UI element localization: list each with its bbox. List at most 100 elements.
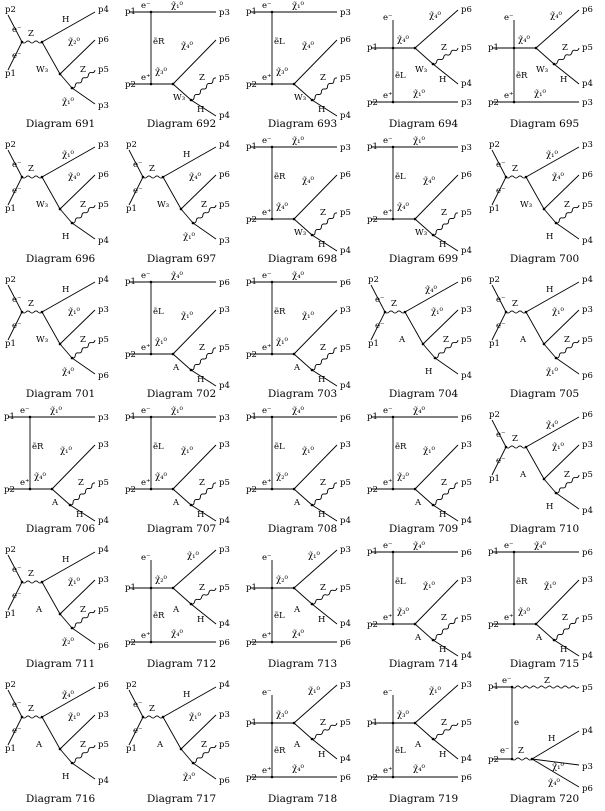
vertex-dot bbox=[431, 503, 435, 507]
outgoing-line-last bbox=[71, 222, 96, 240]
label-prop: Z bbox=[28, 164, 34, 174]
vertex-dot bbox=[270, 487, 274, 491]
label-out2: χ̃₄⁰ bbox=[68, 171, 81, 182]
label-z2p: p5 bbox=[98, 605, 109, 615]
label-o3p: p4 bbox=[340, 381, 351, 391]
diagram-caption: Diagram 696 bbox=[25, 253, 96, 265]
label-o1p: p6 bbox=[219, 35, 230, 45]
internal bbox=[293, 83, 313, 101]
label-o1p: p6 bbox=[461, 170, 472, 180]
z-propagator bbox=[142, 175, 164, 179]
internal-line bbox=[525, 311, 545, 345]
label-out2p: p6 bbox=[98, 170, 109, 180]
label-o2p: p5 bbox=[340, 718, 351, 728]
vertex-dot bbox=[292, 586, 296, 590]
label-lastp: p3 bbox=[98, 101, 109, 111]
label-z2: Z bbox=[443, 335, 449, 345]
diagram-caption: Diagram 711 bbox=[25, 658, 96, 670]
vertex-dot bbox=[171, 586, 175, 590]
label-o1: χ̃₄⁰ bbox=[550, 10, 563, 21]
vertex-dot bbox=[149, 280, 153, 284]
out-1 bbox=[414, 444, 459, 490]
label-z2p: p5 bbox=[582, 470, 593, 480]
label-sub: W₃ bbox=[520, 200, 532, 210]
label-o3: H bbox=[439, 240, 446, 250]
label-o1: χ̃₁⁰ bbox=[181, 445, 194, 456]
label-w: W₃ bbox=[415, 228, 427, 238]
label-w: A bbox=[293, 605, 301, 615]
label-o3p: p4 bbox=[461, 79, 472, 89]
label-top-e: e⁻ bbox=[383, 541, 393, 551]
out-3 bbox=[432, 63, 459, 85]
label-z2: Z bbox=[80, 335, 86, 345]
label-o3: H bbox=[318, 750, 325, 760]
label-o2: Z bbox=[441, 613, 447, 623]
label-in-bot: p1 bbox=[126, 744, 137, 754]
outgoing-line-last bbox=[71, 87, 96, 105]
label-out1p: p4 bbox=[582, 275, 593, 285]
label-bot-out: χ̃₄⁰ bbox=[292, 763, 305, 774]
label-bot-p: p3 bbox=[582, 98, 593, 108]
vertex-dot bbox=[270, 217, 274, 221]
label-e-top: e⁻ bbox=[12, 295, 22, 305]
label-o2p: p3 bbox=[582, 762, 593, 772]
z-line-2 bbox=[71, 744, 96, 764]
out-1 bbox=[51, 444, 96, 490]
label-bot-in: p2 bbox=[246, 638, 257, 648]
vertex-dot bbox=[310, 602, 314, 606]
vertex-dot bbox=[149, 82, 153, 86]
label-o3p: p4 bbox=[219, 619, 230, 629]
label-w: A bbox=[293, 740, 301, 750]
z-line bbox=[432, 482, 459, 506]
label-bot-c: χ̃₃⁰ bbox=[397, 606, 410, 617]
label-z2p: p5 bbox=[98, 65, 109, 75]
label-o3: H bbox=[439, 750, 446, 760]
label-o3p: p4 bbox=[340, 111, 351, 121]
label-o3p: p4 bbox=[461, 516, 472, 526]
diagram-caption: Diagram 700 bbox=[509, 253, 580, 265]
incoming-line-top bbox=[370, 284, 386, 313]
vertex-dot bbox=[310, 503, 314, 507]
label-top-e: e⁻ bbox=[262, 1, 272, 11]
label-o1: χ̃₁⁰ bbox=[429, 685, 442, 696]
label-last: χ̃₄⁰ bbox=[62, 366, 75, 377]
label-w: A bbox=[172, 605, 180, 615]
out-3 bbox=[531, 758, 580, 788]
label-o2p: p5 bbox=[582, 613, 593, 623]
diagram-caption: Diagram 720 bbox=[509, 793, 580, 805]
label-o1p: p3 bbox=[340, 545, 351, 555]
out-1 bbox=[172, 444, 217, 490]
label-top-p: p3 bbox=[219, 413, 230, 423]
vertex-dot bbox=[431, 638, 435, 642]
label-o1p: p3 bbox=[219, 440, 230, 450]
vertex-dot bbox=[70, 761, 74, 765]
incoming-line-bottom bbox=[7, 41, 23, 71]
label-e-bot: e⁻ bbox=[496, 186, 506, 196]
label-mid: ẽL bbox=[395, 171, 406, 182]
label-top-e: e⁻ bbox=[504, 541, 514, 551]
incoming-line-top bbox=[128, 689, 144, 718]
z-propagator bbox=[505, 445, 527, 449]
label-top-p: p6 bbox=[219, 278, 230, 288]
label-w: A bbox=[172, 498, 180, 508]
label-o3p: p4 bbox=[219, 111, 230, 121]
label-z2: Z bbox=[80, 65, 86, 75]
label-e-bot: e⁻ bbox=[133, 726, 143, 736]
out-3 bbox=[432, 639, 459, 657]
label-top-p: p3 bbox=[340, 8, 351, 18]
diagram-caption: Diagram 707 bbox=[146, 523, 217, 535]
label-w: A bbox=[414, 498, 422, 508]
label-top-in: p1 bbox=[125, 7, 136, 17]
label-bot-in: p2 bbox=[125, 350, 136, 360]
label-e-top: e⁻ bbox=[12, 565, 22, 575]
label-mid: ẽR bbox=[516, 576, 528, 587]
label-top-e: e⁻ bbox=[502, 676, 512, 686]
incoming-line-top bbox=[7, 149, 23, 178]
